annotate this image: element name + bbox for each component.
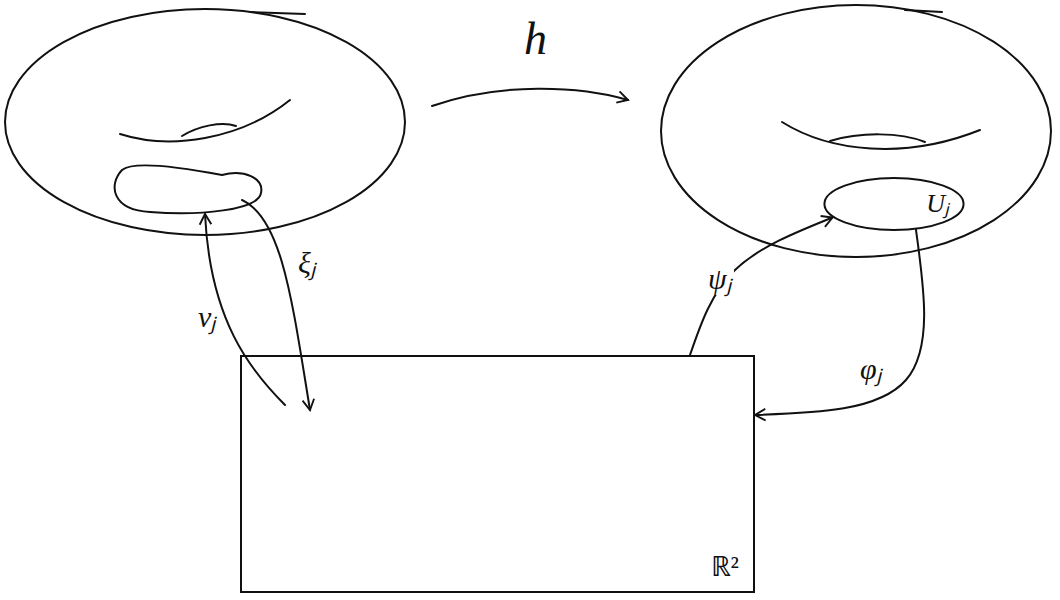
chart-arrow <box>205 214 285 405</box>
torus-hole <box>182 124 236 136</box>
chart-label: ξⱼ <box>296 246 318 279</box>
plane-box: ℝ² <box>240 355 755 593</box>
pen-stroke <box>250 12 305 14</box>
map-arrow <box>432 89 628 106</box>
torus-hole <box>120 100 290 141</box>
open-set-loop: Uⱼ <box>823 177 965 231</box>
torus-hole <box>782 122 980 149</box>
node-text: Uⱼ <box>926 189 949 219</box>
pen-stroke <box>905 10 942 12</box>
chart-label: νⱼ <box>196 300 218 333</box>
chart-arrow <box>242 200 310 410</box>
map-arrow <box>755 230 924 415</box>
loop-outline <box>824 178 963 230</box>
right-torus <box>661 5 1051 257</box>
map-arrow <box>690 218 833 356</box>
map-label: ψⱼ <box>706 262 734 295</box>
map-label: φⱼ <box>858 352 884 385</box>
left-torus <box>5 9 405 235</box>
chart-domain-loop <box>115 165 262 213</box>
node-text: ℝ² <box>711 551 739 583</box>
torus-hole <box>830 134 925 142</box>
map-label: h <box>522 14 549 65</box>
